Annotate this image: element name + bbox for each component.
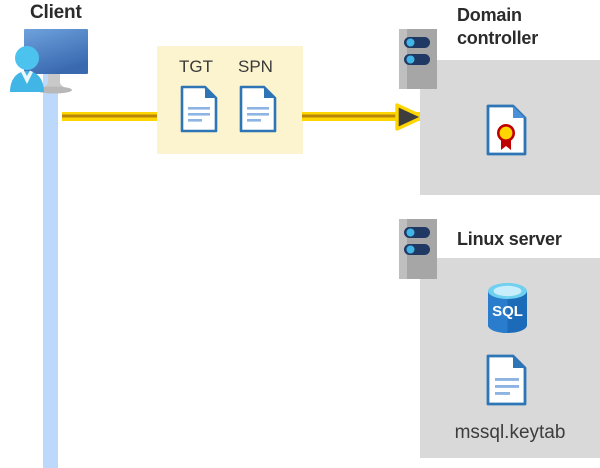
spn-label: SPN <box>238 57 273 76</box>
certificate-document-icon <box>486 104 527 156</box>
keytab-document-icon <box>486 354 527 406</box>
keytab-file-label: mssql.keytab <box>454 422 566 443</box>
spn-document-icon <box>239 85 277 133</box>
client-lifeline <box>43 66 58 468</box>
tgt-label: TGT <box>179 57 213 76</box>
domain-controller-server-icon <box>399 29 437 89</box>
linux-server-title: Linux server <box>457 229 562 249</box>
tgt-document-icon <box>180 85 218 133</box>
arrow-head-icon <box>395 103 425 131</box>
sql-database-icon: SQL <box>485 282 530 334</box>
domain-controller-title: Domain controller <box>457 5 539 48</box>
client-title: Client <box>30 2 82 23</box>
sql-database-text: SQL <box>492 303 523 320</box>
linux-server-icon <box>399 219 437 279</box>
client-computer-icon <box>8 26 96 96</box>
arrow-segment-left <box>62 112 158 121</box>
arrow-segment-right <box>302 112 420 121</box>
